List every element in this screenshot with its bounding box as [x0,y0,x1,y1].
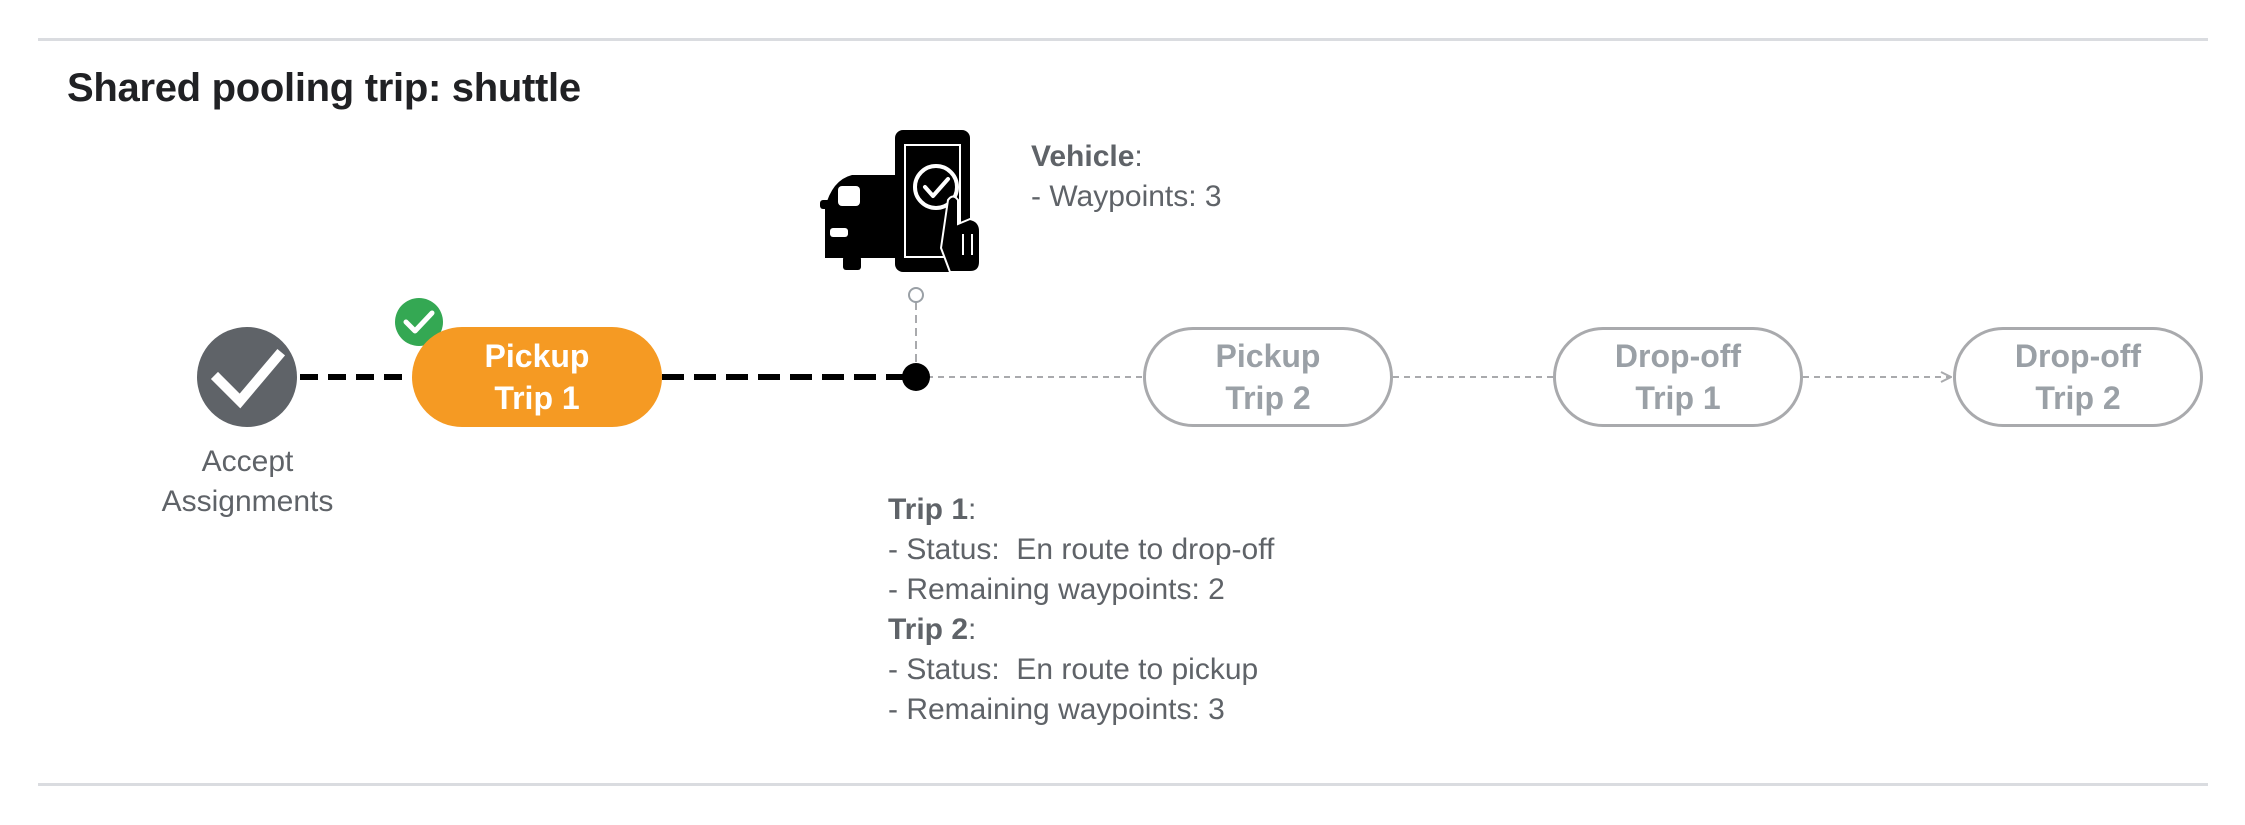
node-dropoff-trip-1-line1: Drop-off [1614,338,1742,374]
accept-node [197,327,297,427]
node-pickup-trip-1-line2: Trip 1 [494,380,580,416]
vehicle-stem-endpoint [908,287,924,303]
trips-info: Trip 1: - Status: En route to drop-off -… [888,490,1274,730]
node-dropoff-trip-2-line1: Drop-off [2014,338,2142,374]
diagram-title: Shared pooling trip: shuttle [67,66,581,110]
node-pickup-trip-2: Pickup Trip 2 [1143,327,1393,427]
node-dropoff-trip-2: Drop-off Trip 2 [1953,327,2203,427]
check-badge-icon [395,298,443,346]
vehicle-heading: Vehicle [1031,140,1135,173]
accept-assignments-label: Accept Assignments [161,445,334,518]
node-dropoff-trip-1-line2: Trip 1 [1635,380,1721,416]
trip-2-status: - Status: En route to pickup [888,653,1259,686]
node-pickup-trip-2-line1: Pickup [1215,338,1321,374]
trip-1-heading: Trip 1 [888,493,969,526]
badge-checkmark [403,310,435,334]
node-pickup-trip-2-line2: Trip 2 [1225,380,1311,416]
node-pickup-trip-1-line1: Pickup [484,338,590,374]
vehicle-position-marker [902,363,930,391]
vehicle-info: Vehicle: - Waypoints: 3 [1031,137,1222,217]
bottom-divider [38,783,2208,786]
top-divider [38,38,2208,41]
car-phone-checkmark-icon [820,130,981,273]
trip-2-remaining-waypoints: - Remaining waypoints: 3 [888,693,1225,726]
vehicle-waypoints: - Waypoints: 3 [1031,180,1222,213]
node-pickup-trip-1: Pickup Trip 1 [412,327,662,427]
trip-2-heading: Trip 2 [888,613,969,646]
checkmark-icon [210,348,286,409]
node-dropoff-trip-2-line2: Trip 2 [2035,380,2121,416]
node-dropoff-trip-1: Drop-off Trip 1 [1553,327,1803,427]
trip-1-heading-colon: : [968,493,977,526]
vehicle-heading-colon: : [1134,140,1143,173]
trip-1-status: - Status: En route to drop-off [888,533,1275,566]
trip-2-heading-colon: : [968,613,977,646]
trip-1-remaining-waypoints: - Remaining waypoints: 2 [888,573,1225,606]
